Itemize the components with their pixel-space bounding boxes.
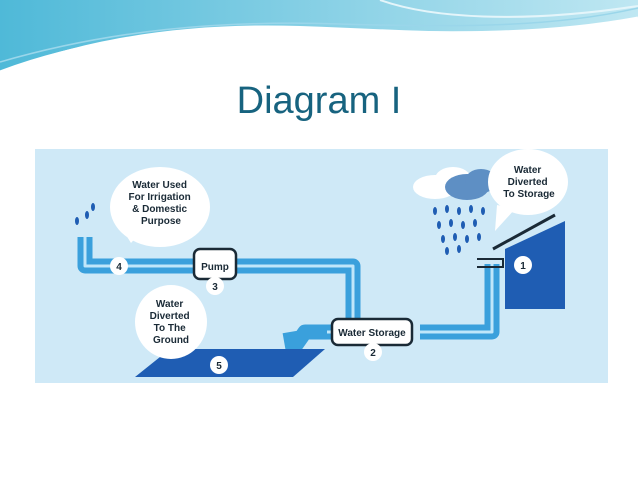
step-1-label-line: To Storage: [503, 189, 555, 200]
step-5-label: Water Diverted To The Ground: [150, 299, 193, 346]
step-3-number: 3: [212, 282, 218, 293]
rainwater-harvesting-diagram: Water Used For Irrigation & Domestic Pur…: [35, 149, 608, 383]
step-4-label-line: & Domestic: [132, 204, 187, 215]
step-4-number-badge: 4: [110, 257, 128, 275]
pump-label: Pump: [201, 262, 229, 273]
rain-cloud-icon: [413, 167, 497, 200]
step-5-number: 5: [216, 361, 222, 372]
step-4-label-line: Purpose: [141, 216, 181, 227]
rain-drops-icon: [433, 205, 485, 255]
bubble-step-4: [110, 167, 210, 247]
bubble-step-1: [488, 149, 568, 231]
water-storage-label: Water Storage: [338, 328, 406, 339]
step-5-label-line: Diverted: [150, 311, 190, 322]
step-2-number-badge: 2: [364, 343, 382, 361]
step-5-label-line: To The: [154, 323, 186, 334]
step-1-number-badge: 1: [514, 256, 532, 274]
header-swoosh-decoration: [0, 0, 638, 74]
step-3-number-badge: 3: [206, 277, 224, 295]
step-1-label: Water Diverted To Storage: [503, 165, 555, 200]
step-1-label-line: Water: [514, 165, 542, 176]
bubble-step-5: [135, 285, 207, 359]
step-4-number: 4: [116, 262, 122, 273]
step-4-label-line: For Irrigation: [128, 192, 190, 203]
step-5-number-badge: 5: [210, 356, 228, 374]
step-5-label-line: Water: [156, 299, 184, 310]
slide-title: Diagram I: [236, 80, 402, 122]
step-4-label: Water Used For Irrigation & Domestic Pur…: [128, 180, 193, 227]
step-2-number: 2: [370, 348, 376, 359]
step-4-label-line: Water Used: [132, 180, 187, 191]
step-1-label-line: Diverted: [508, 177, 548, 188]
step-1-number: 1: [520, 261, 526, 272]
step-5-label-line: Ground: [153, 335, 189, 346]
house-shape: [477, 213, 565, 309]
water-splash-icon: [75, 203, 95, 225]
